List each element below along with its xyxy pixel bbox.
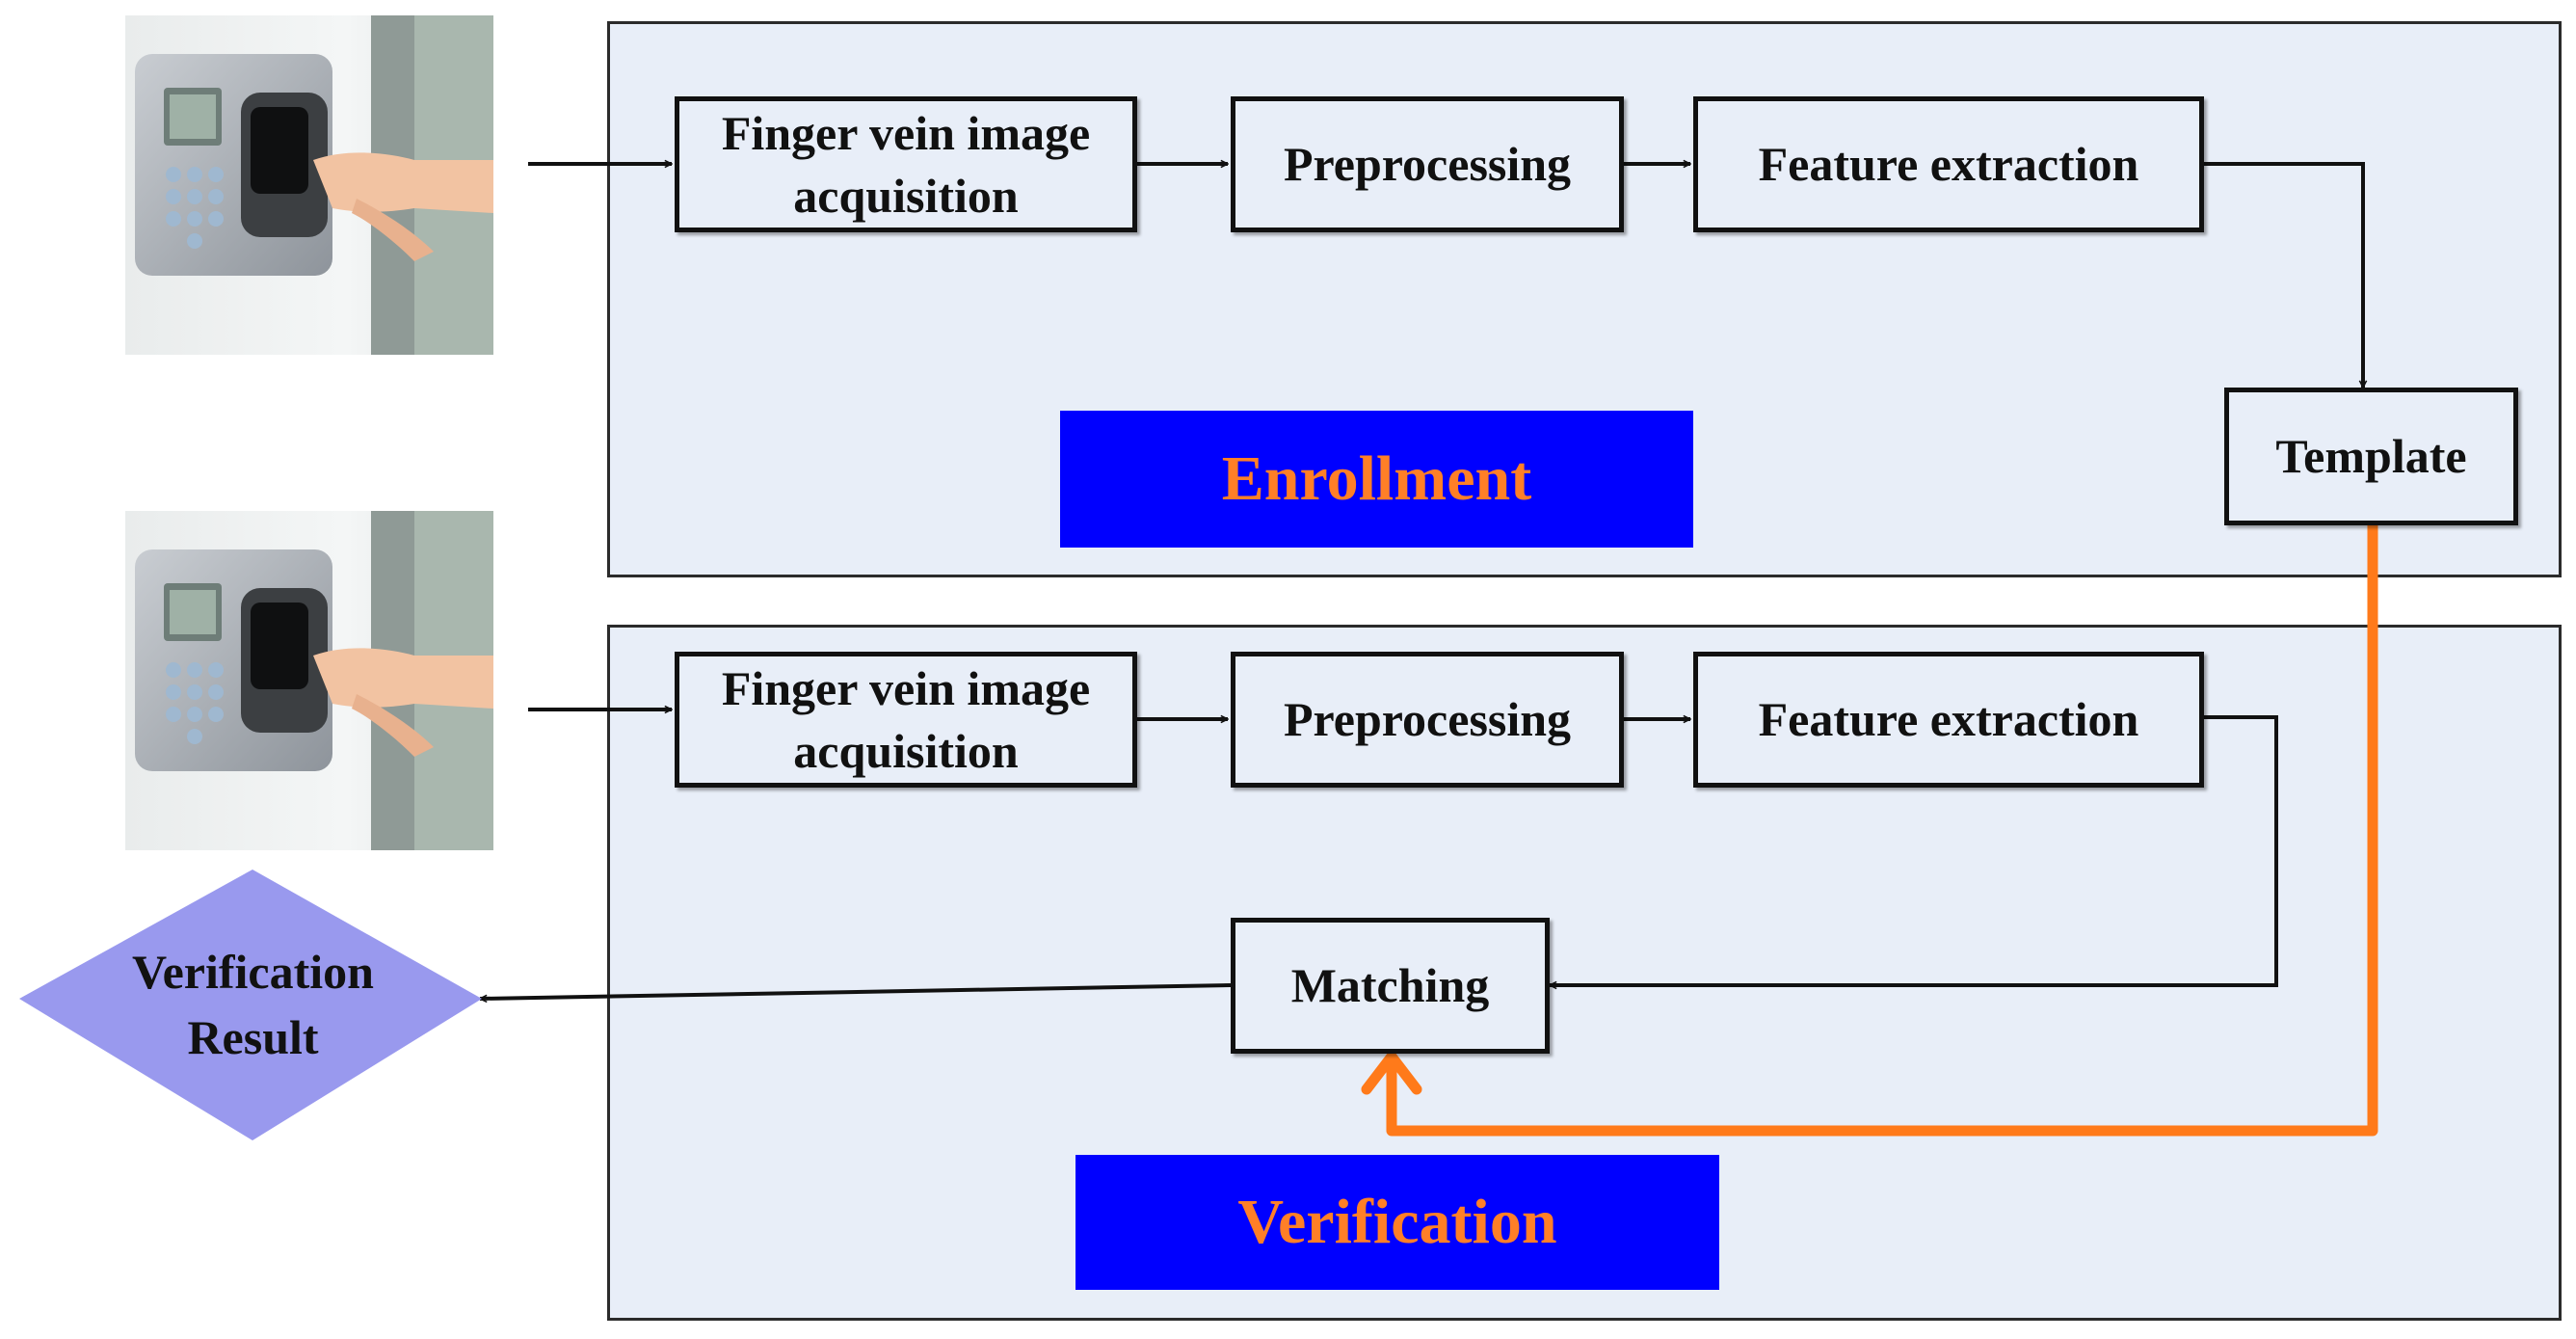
arrow-feature-to-matching	[1550, 715, 2278, 985]
enroll-acquisition-line2: acquisition	[793, 168, 1019, 223]
enroll-acquisition-box: Finger vein image acquisition	[675, 96, 1137, 232]
enrollment-title-bar: Enrollment	[1060, 411, 1693, 548]
verify-acquisition-line2: acquisition	[793, 723, 1019, 778]
verification-result-diamond	[19, 870, 482, 1140]
arrow-matching-to-result	[480, 983, 1232, 999]
enroll-feature-extraction-box: Feature extraction	[1693, 96, 2204, 232]
enroll-acquisition-line1: Finger vein image	[721, 105, 1091, 160]
verify-acquisition-box: Finger vein image acquisition	[675, 652, 1137, 788]
verification-title: Verification	[1237, 1187, 1557, 1257]
template-label: Template	[2275, 429, 2467, 483]
finger-vein-scanner-photo-verify	[125, 511, 493, 850]
verify-preprocessing-box: Preprocessing	[1231, 652, 1624, 788]
arrow-feature-to-template	[2204, 162, 2363, 388]
template-to-matching-link	[1386, 525, 2378, 1137]
matching-box: Matching	[1231, 918, 1550, 1054]
enroll-preprocessing-box: Preprocessing	[1231, 96, 1624, 232]
verification-result-line2: Result	[187, 1009, 319, 1064]
template-box: Template	[2224, 388, 2518, 525]
verify-preprocessing-label: Preprocessing	[1283, 692, 1572, 746]
verify-feature-extraction-box: Feature extraction	[1693, 652, 2204, 788]
finger-vein-scanner-photo-enroll	[125, 15, 493, 355]
enroll-feature-extraction-label: Feature extraction	[1758, 137, 2139, 191]
verify-acquisition-line1: Finger vein image	[721, 660, 1091, 715]
verification-title-bar: Verification	[1076, 1155, 1719, 1290]
verify-feature-extraction-label: Feature extraction	[1758, 692, 2139, 746]
enrollment-title: Enrollment	[1221, 443, 1532, 514]
verification-result-line1: Verification	[132, 945, 374, 999]
template-link-arrowhead	[1361, 1051, 1422, 1095]
matching-label: Matching	[1290, 958, 1490, 1012]
enroll-preprocessing-label: Preprocessing	[1283, 137, 1572, 191]
verification-result: Verification Result	[19, 868, 487, 1142]
